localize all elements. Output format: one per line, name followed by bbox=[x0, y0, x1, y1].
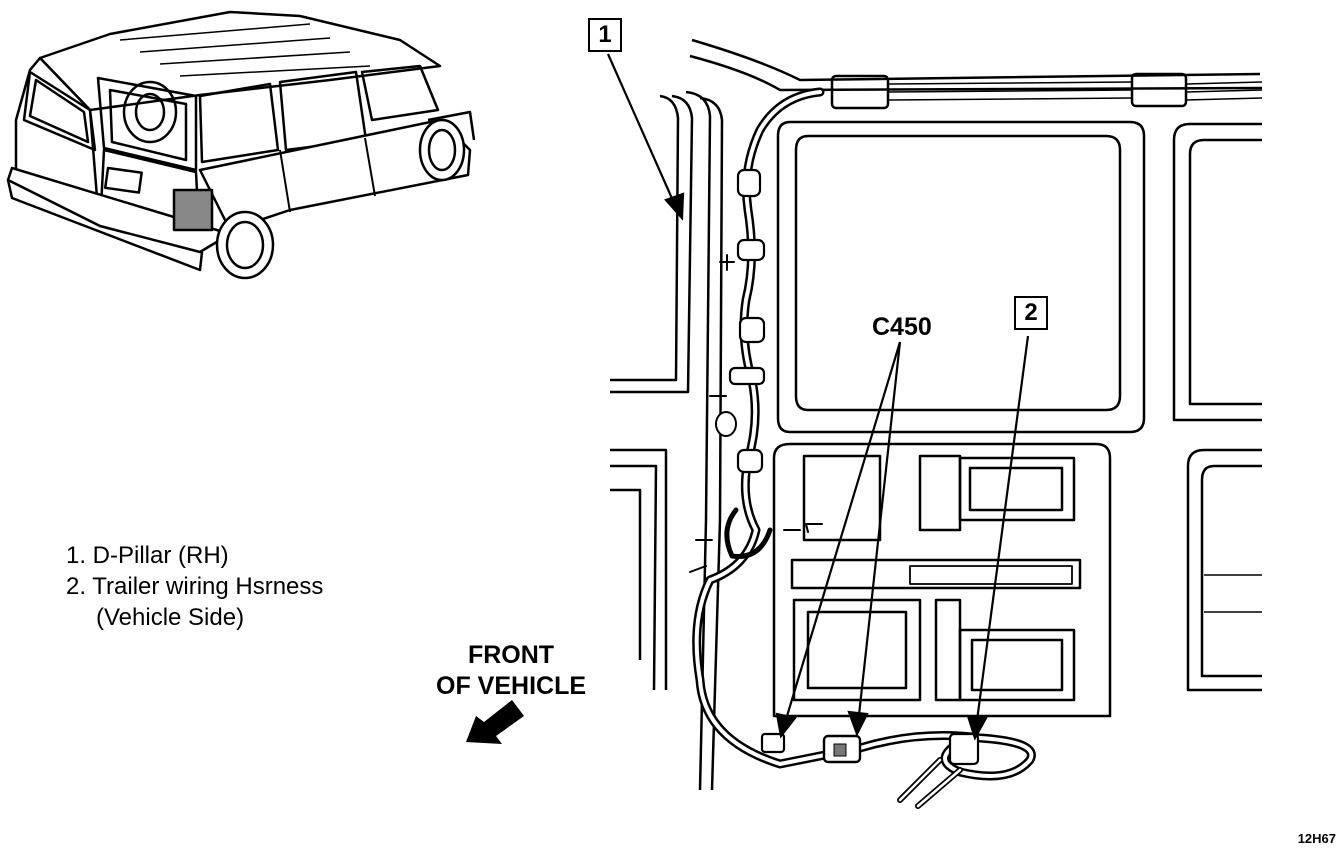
leader-lines bbox=[606, 53, 1030, 741]
figure-id: 12H67 bbox=[1297, 831, 1336, 846]
legend-item-2: 2. Trailer wiring Hsrness bbox=[66, 573, 324, 600]
callout-1: 1 bbox=[588, 18, 622, 52]
body-panel-diagram bbox=[610, 38, 1263, 791]
front-arrow bbox=[466, 700, 524, 744]
connector-label: C450 bbox=[872, 313, 932, 341]
trailer-wiring-harness bbox=[689, 87, 1036, 809]
legend: 1. D-Pillar (RH) 2. Trailer wiring Hsrne… bbox=[66, 540, 323, 633]
legend-item-2-continued: (Vehicle Side) bbox=[96, 604, 245, 631]
van-illustration bbox=[6, 10, 476, 280]
callout-2: 2 bbox=[1014, 296, 1048, 330]
front-of-vehicle-label: FRONT OF VEHICLE bbox=[436, 640, 586, 702]
front-label-line2: OF VEHICLE bbox=[436, 672, 587, 700]
front-label-line1: FRONT bbox=[467, 641, 555, 669]
legend-item-1: 1. D-Pillar (RH) bbox=[66, 542, 229, 569]
